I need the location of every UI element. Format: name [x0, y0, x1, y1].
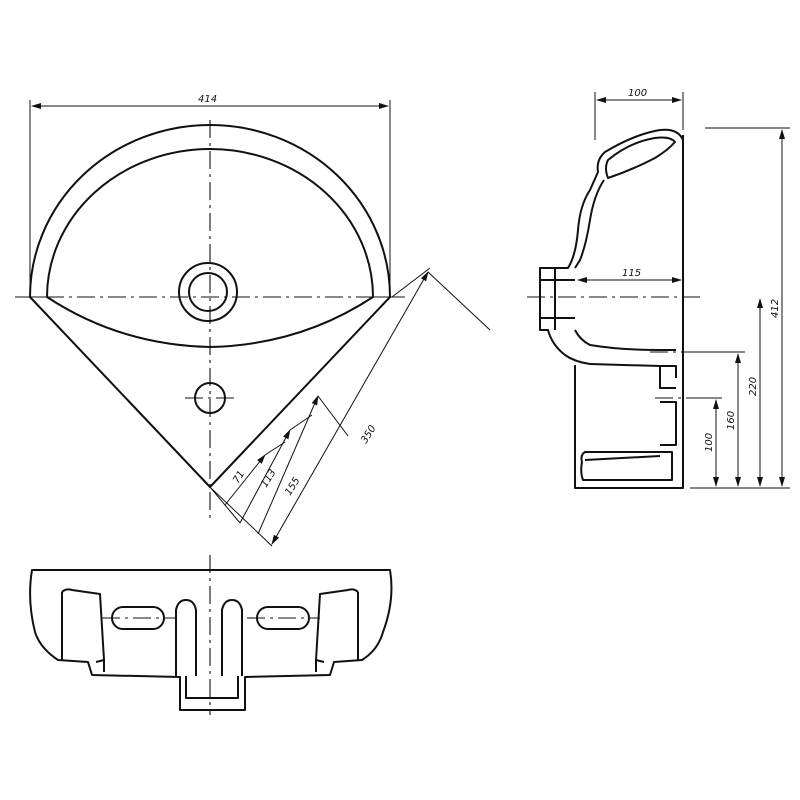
dimension-label-100-side: 100: [704, 433, 715, 452]
front-bottom-box: [185, 676, 239, 699]
front-view: [29, 555, 393, 715]
side-back-wall: [574, 135, 684, 489]
dimension-label-220: 220: [748, 377, 759, 396]
basin-outer-outline: [29, 124, 391, 488]
dimension-label-71: 71: [231, 469, 247, 486]
front-center-post-left: [175, 599, 197, 676]
front-left-bracket: [61, 588, 105, 672]
basin-inner-bowl: [46, 148, 374, 348]
front-right-bracket: [315, 588, 359, 672]
dimension-label-115: 115: [622, 268, 641, 279]
dimension-label-100-top: 100: [628, 88, 647, 99]
drain-inner: [188, 272, 228, 312]
side-view: 100 115 412 220 160 100: [527, 88, 790, 489]
dimension-label-113: 113: [259, 468, 278, 490]
top-view: 414 350 71 113 155: [15, 94, 491, 547]
side-inner-profile: [605, 136, 676, 179]
side-foot-slot: [580, 451, 673, 481]
dimension-line-113: [239, 429, 291, 524]
dimension-label-160: 160: [726, 411, 737, 430]
dimension-label-412: 412: [770, 299, 781, 318]
drain-outer: [178, 262, 238, 322]
dimension-label-414: 414: [198, 94, 217, 105]
side-inner-wall: [574, 179, 676, 351]
front-center-post-right: [221, 599, 243, 676]
dimension-line-71: [224, 454, 266, 506]
dimension-label-350: 350: [359, 424, 378, 446]
dimension-line-350: [271, 271, 429, 545]
side-outer-profile: [539, 128, 684, 378]
dimension-label-155: 155: [283, 476, 302, 498]
dimension-line-155: [257, 395, 319, 535]
front-outer-outline: [29, 569, 393, 711]
